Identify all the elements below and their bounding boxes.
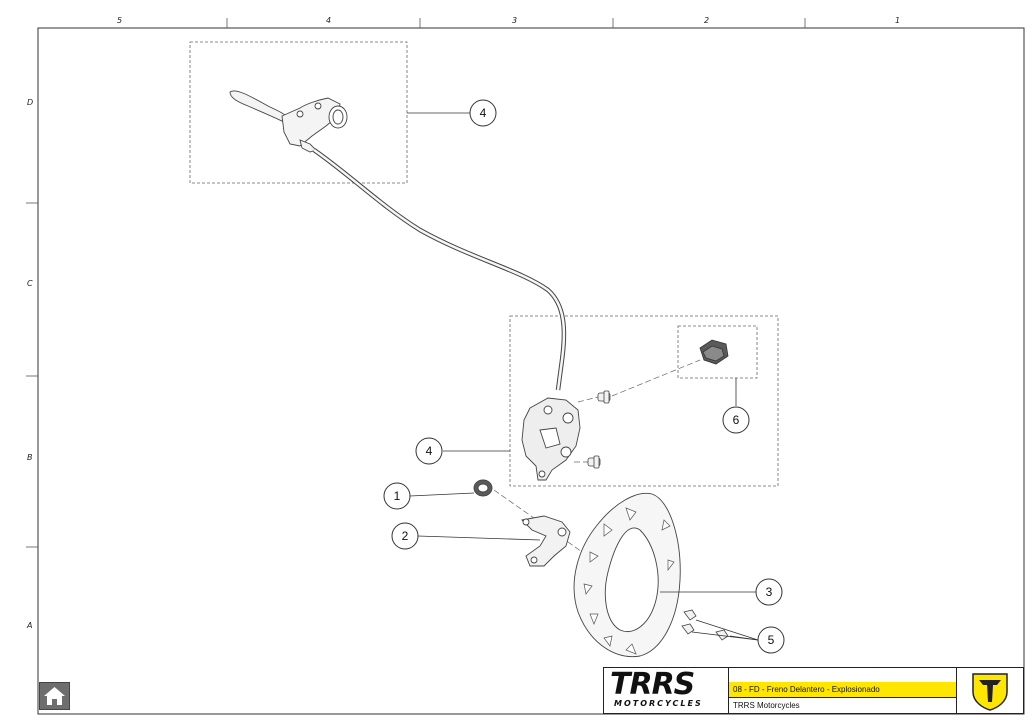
callout-6: 6 xyxy=(722,406,750,434)
callout-1: 1 xyxy=(383,482,411,510)
callout-4b-label: 4 xyxy=(426,444,433,458)
brake-caliper-part xyxy=(521,397,581,481)
callout-2: 2 xyxy=(391,522,419,550)
caliper-bolt-part xyxy=(587,390,611,469)
callout-3-label: 3 xyxy=(766,585,773,599)
home-button[interactable] xyxy=(39,682,70,710)
company-name: TRRS Motorcycles xyxy=(729,697,956,713)
callout-3: 3 xyxy=(755,578,783,606)
brake-disc-part xyxy=(573,492,681,658)
zone-column-1: 1 xyxy=(895,16,901,25)
callout-5: 5 xyxy=(757,626,785,654)
zone-row-b: B xyxy=(27,453,33,462)
drawing-border xyxy=(37,27,1025,715)
brake-pads-part xyxy=(699,339,729,365)
home-icon xyxy=(44,687,65,705)
logo-sub-text: MOTORCYCLES xyxy=(614,699,703,708)
callout-6-label: 6 xyxy=(733,413,740,427)
callout-4-caliper: 4 xyxy=(415,437,443,465)
trrs-shield-icon xyxy=(972,673,1008,711)
spacer-part xyxy=(473,479,493,497)
callout-1-label: 1 xyxy=(394,489,401,503)
caliper-bracket-part xyxy=(521,515,571,567)
zone-column-3: 3 xyxy=(512,16,518,25)
zone-column-2: 2 xyxy=(704,16,710,25)
pads-detail-box xyxy=(677,325,758,379)
title-block: TRRS MOTORCYCLES 08 - FD - Freno Delante… xyxy=(603,667,1024,714)
zone-ticks xyxy=(26,18,806,548)
leader-lines xyxy=(407,112,759,641)
callout-4a-label: 4 xyxy=(480,106,487,120)
trrs-logo: TRRS MOTORCYCLES xyxy=(604,668,729,713)
brake-lever-part xyxy=(229,90,348,153)
caliper-detail-box xyxy=(509,315,779,487)
zone-row-c: C xyxy=(27,279,33,288)
zone-row-a: A xyxy=(27,621,33,630)
drawing-title: 08 - FD - Freno Delantero - Explosionado xyxy=(729,682,956,697)
brake-hose xyxy=(312,148,567,391)
zone-column-5: 5 xyxy=(117,16,123,25)
callout-2-label: 2 xyxy=(402,529,409,543)
zone-column-4: 4 xyxy=(326,16,332,25)
callout-4-lever: 4 xyxy=(469,99,497,127)
brand-icon-cell xyxy=(956,668,1024,713)
lever-detail-box xyxy=(189,41,408,184)
logo-main-text: TRRS xyxy=(610,667,695,702)
zone-row-d: D xyxy=(27,98,34,107)
callout-5-label: 5 xyxy=(768,633,775,647)
